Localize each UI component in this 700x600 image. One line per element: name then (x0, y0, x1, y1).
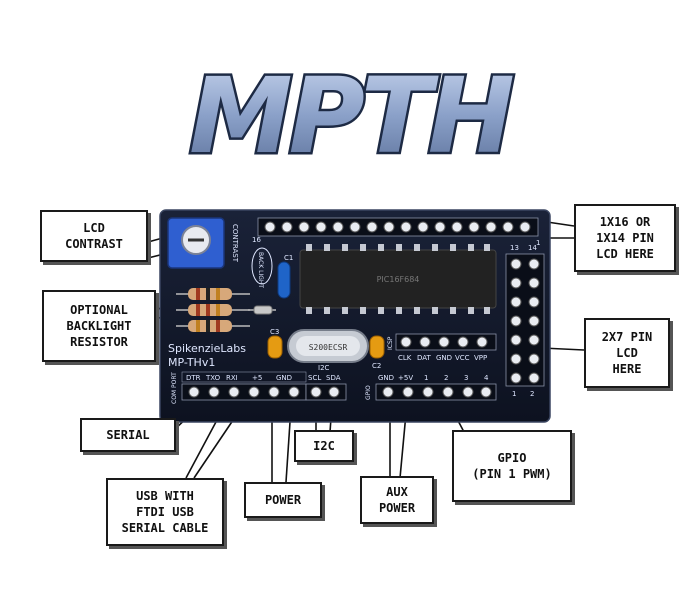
callout-aux-power: AUX POWER (360, 476, 434, 524)
callout-line: AUX (386, 485, 408, 499)
contrast-potentiometer: CONTRAST (167, 217, 239, 269)
gpio-pin-label: 1 (424, 374, 428, 382)
pin-13-label: 13 (510, 244, 519, 252)
crystal: S200ECSR (287, 329, 369, 363)
port-label: TXO (205, 374, 221, 382)
gpio-pin-label: +5V (398, 374, 413, 382)
contrast-silk-label: CONTRAST (231, 224, 239, 263)
callout-line: GPIO (497, 451, 527, 465)
callout-line: I2C (313, 439, 335, 453)
gpio-pin-label: 3 (464, 374, 468, 382)
callout-optional-backlight-resistor: OPTIONAL BACKLIGHT RESISTOR (42, 290, 156, 362)
callout-line: 1X14 PIN (596, 231, 654, 245)
callout-line: FTDI USB (136, 505, 194, 519)
c1-label: C1 (284, 254, 293, 262)
callout-line: 1X16 OR (599, 215, 651, 229)
logo-text: MPTH (189, 55, 513, 177)
pin-2b-label: 2 (530, 390, 534, 398)
icsp-label: DAT (417, 354, 432, 362)
main-chip: PIC16F684 (299, 244, 497, 314)
i2c-pin-label: SCL (308, 374, 321, 382)
port-label: +5 (252, 374, 262, 382)
callout-line: LCD HERE (596, 247, 654, 261)
backlight-silk: BACK LIGHT (251, 247, 273, 288)
port-label: RXI (226, 374, 238, 382)
pin-1-label: 1 (536, 239, 540, 247)
pin-16-label: 16 (252, 236, 261, 244)
callout-lcd-contrast: LCD CONTRAST (40, 210, 148, 262)
resistors (176, 288, 276, 332)
callout-line: 2X7 PIN (601, 330, 653, 344)
model-label: MP-THv1 (168, 356, 215, 369)
i2c-pin-label: SDA (326, 374, 341, 382)
callout-line: CONTRAST (65, 237, 123, 251)
callout-power: POWER (244, 482, 322, 518)
icsp-title: ICSP (387, 336, 394, 350)
icsp-label: GND (436, 354, 452, 362)
gpio-silk-title: GPIO (365, 385, 372, 400)
callout-line: HERE (612, 362, 642, 376)
right-2x7-header: 13 14 1 2 (505, 244, 545, 398)
i2c-header: I2C SCL SDA (305, 364, 347, 401)
gpio-pin-label: GND (378, 374, 394, 382)
port-label: DTR (186, 374, 201, 382)
brand-label: SpikenzieLabs (168, 342, 246, 355)
com-port-label: COM PORT (171, 372, 178, 404)
crystal-label: S200ECSR (309, 343, 348, 352)
callout-line: SERIAL CABLE (121, 521, 209, 535)
gpio-pin-label: 2 (444, 374, 448, 382)
c3-label: C3 (270, 328, 279, 336)
c2-label: C2 (372, 362, 381, 370)
callout-line: POWER (264, 493, 302, 507)
capacitor-c3: C3 (267, 328, 283, 359)
callout-line: LCD (83, 221, 105, 235)
pin-1b-label: 1 (512, 390, 516, 398)
pcb-board: 16 1 13 14 1 2 CONTRAST (159, 209, 551, 423)
icsp-label: CLK (398, 354, 412, 362)
port-label: GND (276, 374, 292, 382)
backlight-silk-label: BACK LIGHT (257, 252, 264, 288)
callout-line: POWER (378, 501, 416, 515)
callout-line: (PIN 1 PWM) (472, 467, 552, 481)
gpio-header: GPIO GND +5V 1 2 3 4 (365, 374, 497, 401)
logo: MPTH (187, 53, 520, 180)
capacitor-c1: C1 (277, 254, 293, 299)
callout-line: OPTIONAL (70, 303, 128, 317)
callout-line: USB WITH (136, 489, 194, 503)
pin-14-label: 14 (528, 244, 537, 252)
callout-serial: SERIAL (80, 418, 176, 452)
top-header-row: 16 1 (252, 217, 540, 247)
i2c-silk-title: I2C (318, 364, 330, 372)
icsp-label: VPP (474, 354, 487, 362)
gpio-pin-label: 4 (484, 374, 489, 382)
callout-usb-ftdi: USB WITH FTDI USB SERIAL CABLE (106, 478, 224, 546)
callout-line: SERIAL (106, 428, 150, 442)
callout-gpio: GPIO (PIN 1 PWM) (452, 430, 572, 502)
callout-i2c: I2C (294, 430, 354, 462)
chip-label: PIC16F684 (377, 275, 420, 284)
capacitor-c2: C2 (369, 335, 385, 370)
icsp-header: ICSP CLK DAT GND VCC VPP (387, 333, 497, 362)
callout-lcd-2x7: 2X7 PIN LCD HERE (584, 318, 670, 388)
callout-line: BACKLIGHT (66, 319, 132, 333)
callout-line: LCD (616, 346, 638, 360)
callout-line: RESISTOR (70, 335, 128, 349)
icsp-label: VCC (455, 354, 470, 362)
callout-lcd-1x16: 1X16 OR 1X14 PIN LCD HERE (574, 204, 676, 272)
com-port-header: COM PORT DTR TXO RXI +5 GND (171, 371, 307, 404)
